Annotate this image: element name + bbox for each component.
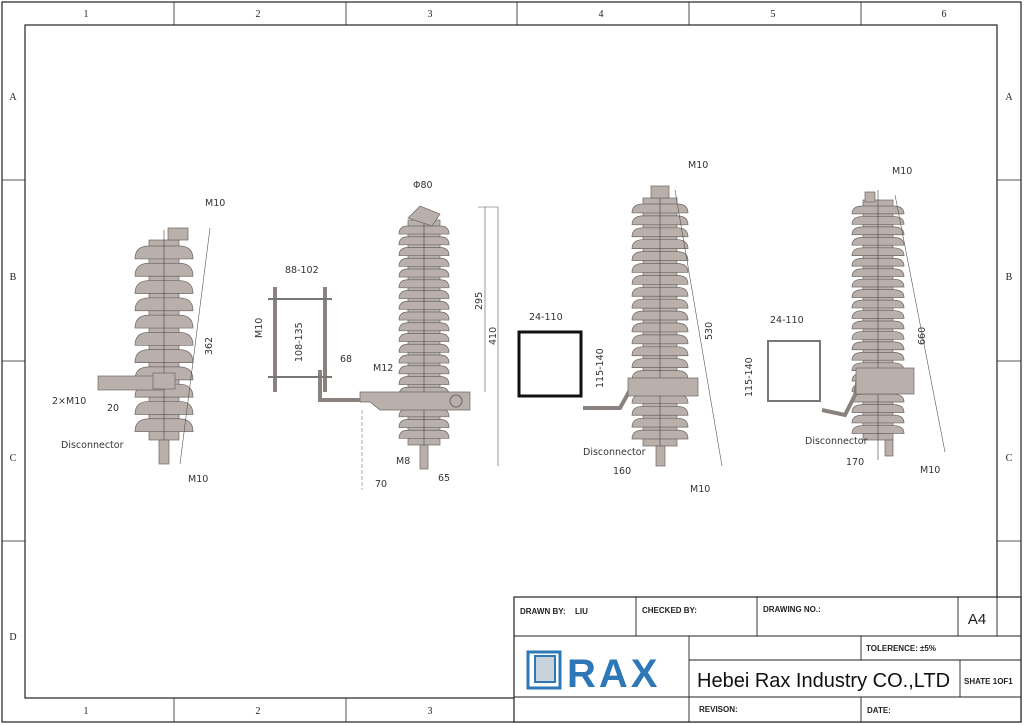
row-label: D xyxy=(9,632,16,643)
arrester-3: M10 24-110 115-140 530 Disconnector 160 … xyxy=(517,160,723,495)
top-cap xyxy=(407,205,441,227)
bottom-terminal xyxy=(419,444,429,470)
arrester-4: M10 24-110 115-140 660 Disconnector 170 … xyxy=(744,166,946,476)
dim-label: M10 xyxy=(892,166,912,177)
dim-label: Disconnector xyxy=(61,440,124,451)
dim-label: 24-110 xyxy=(770,315,804,326)
dim-label: Disconnector xyxy=(805,436,868,447)
dim-label: 410 xyxy=(488,327,499,345)
bottom-terminal xyxy=(884,439,894,457)
dim-label: 70 xyxy=(375,479,387,490)
row-label: C xyxy=(1006,453,1013,464)
bracket-arm xyxy=(583,380,632,410)
column-label: 2 xyxy=(256,9,261,20)
bottom-terminal xyxy=(158,439,170,465)
top-terminal xyxy=(864,191,876,203)
mounting-arm xyxy=(627,377,699,397)
tolerance-value: ±5% xyxy=(920,644,936,653)
column-label: 4 xyxy=(599,9,604,20)
checked-by-label: CHECKED BY: xyxy=(642,606,697,615)
column-label: 3 xyxy=(428,9,433,20)
dim-label: 88-102 xyxy=(285,265,319,276)
dim-label: 160 xyxy=(613,466,631,477)
revision-label: REVISON: xyxy=(699,705,738,714)
rax-logo: RAX xyxy=(526,650,660,696)
insulator-body xyxy=(851,190,905,460)
mounting-arm xyxy=(359,391,471,411)
row-label: A xyxy=(1005,92,1013,103)
dim-label: M10 xyxy=(254,318,265,338)
dim-label: Disconnector xyxy=(583,447,646,458)
insulator-body xyxy=(398,210,450,465)
mounting-frame xyxy=(767,340,821,402)
dim-label: 530 xyxy=(704,322,715,340)
bottom-terminal xyxy=(655,445,666,467)
dim-label: M8 xyxy=(396,456,410,467)
mounting-frame xyxy=(517,330,583,398)
logo-text: RAX xyxy=(567,652,660,696)
dim-label: 115-140 xyxy=(595,348,606,388)
date-label: DATE: xyxy=(867,706,891,715)
dim-label: M12 xyxy=(373,363,393,374)
row-label: C xyxy=(10,453,17,464)
sheet-number: SHATE 1OF1 xyxy=(964,677,1013,686)
column-label: 6 xyxy=(942,9,947,20)
zone-labels: 1 2 3 4 5 6 1 2 3 A B C D A B C xyxy=(9,9,1013,717)
title-block: DRAWN BY: LIU CHECKED BY: DRAWING NO.: A… xyxy=(513,596,1022,723)
top-terminal xyxy=(167,227,189,241)
arrester-1: M10 362 2×M10 20 Disconnector M10 xyxy=(52,198,225,485)
dim-label: M10 xyxy=(690,484,710,495)
arrester-2: Φ80 88-102 M10 108-135 68 M12 295 410 M8… xyxy=(254,180,499,490)
company-name: Hebei Rax Industry CO.,LTD xyxy=(697,670,950,692)
dim-label: 65 xyxy=(438,473,450,484)
bracket-arm xyxy=(318,370,360,402)
dim-label: 660 xyxy=(917,327,928,345)
column-label: 1 xyxy=(84,706,89,717)
row-label: B xyxy=(1006,272,1013,283)
dim-label: Φ80 xyxy=(413,180,433,191)
dim-label: 68 xyxy=(340,354,352,365)
dim-label: M10 xyxy=(688,160,708,171)
insulator-body xyxy=(134,230,194,460)
dim-label: 2×M10 xyxy=(52,396,86,407)
column-label: 5 xyxy=(771,9,776,20)
top-terminal xyxy=(650,185,670,199)
bracket-bolt xyxy=(152,372,176,390)
dim-label: 115-140 xyxy=(744,357,755,397)
dim-label: M10 xyxy=(920,465,940,476)
dim-label: 108-135 xyxy=(294,322,305,362)
column-label: 2 xyxy=(256,706,261,717)
column-label: 3 xyxy=(428,706,433,717)
drawn-by-value: LIU xyxy=(575,607,588,616)
sheet-size: A4 xyxy=(968,611,986,628)
drawing-no-label: DRAWING NO.: xyxy=(763,605,821,614)
dim-label: 24-110 xyxy=(529,312,563,323)
dim-label: M10 xyxy=(188,474,208,485)
insulator-body xyxy=(631,188,689,466)
dim-label: 295 xyxy=(474,292,485,310)
row-label: B xyxy=(10,272,17,283)
dim-label: 362 xyxy=(204,337,215,355)
dim-label: 20 xyxy=(107,403,119,414)
dim-label: 170 xyxy=(846,457,864,468)
drawn-by-label: DRAWN BY: xyxy=(520,607,566,616)
column-label: 1 xyxy=(84,9,89,20)
mount-hole xyxy=(449,394,463,408)
dim-label: M10 xyxy=(205,198,225,209)
tolerance-label: TOLERENCE: xyxy=(866,644,918,653)
row-label: A xyxy=(9,92,17,103)
mounting-arm xyxy=(855,367,915,395)
